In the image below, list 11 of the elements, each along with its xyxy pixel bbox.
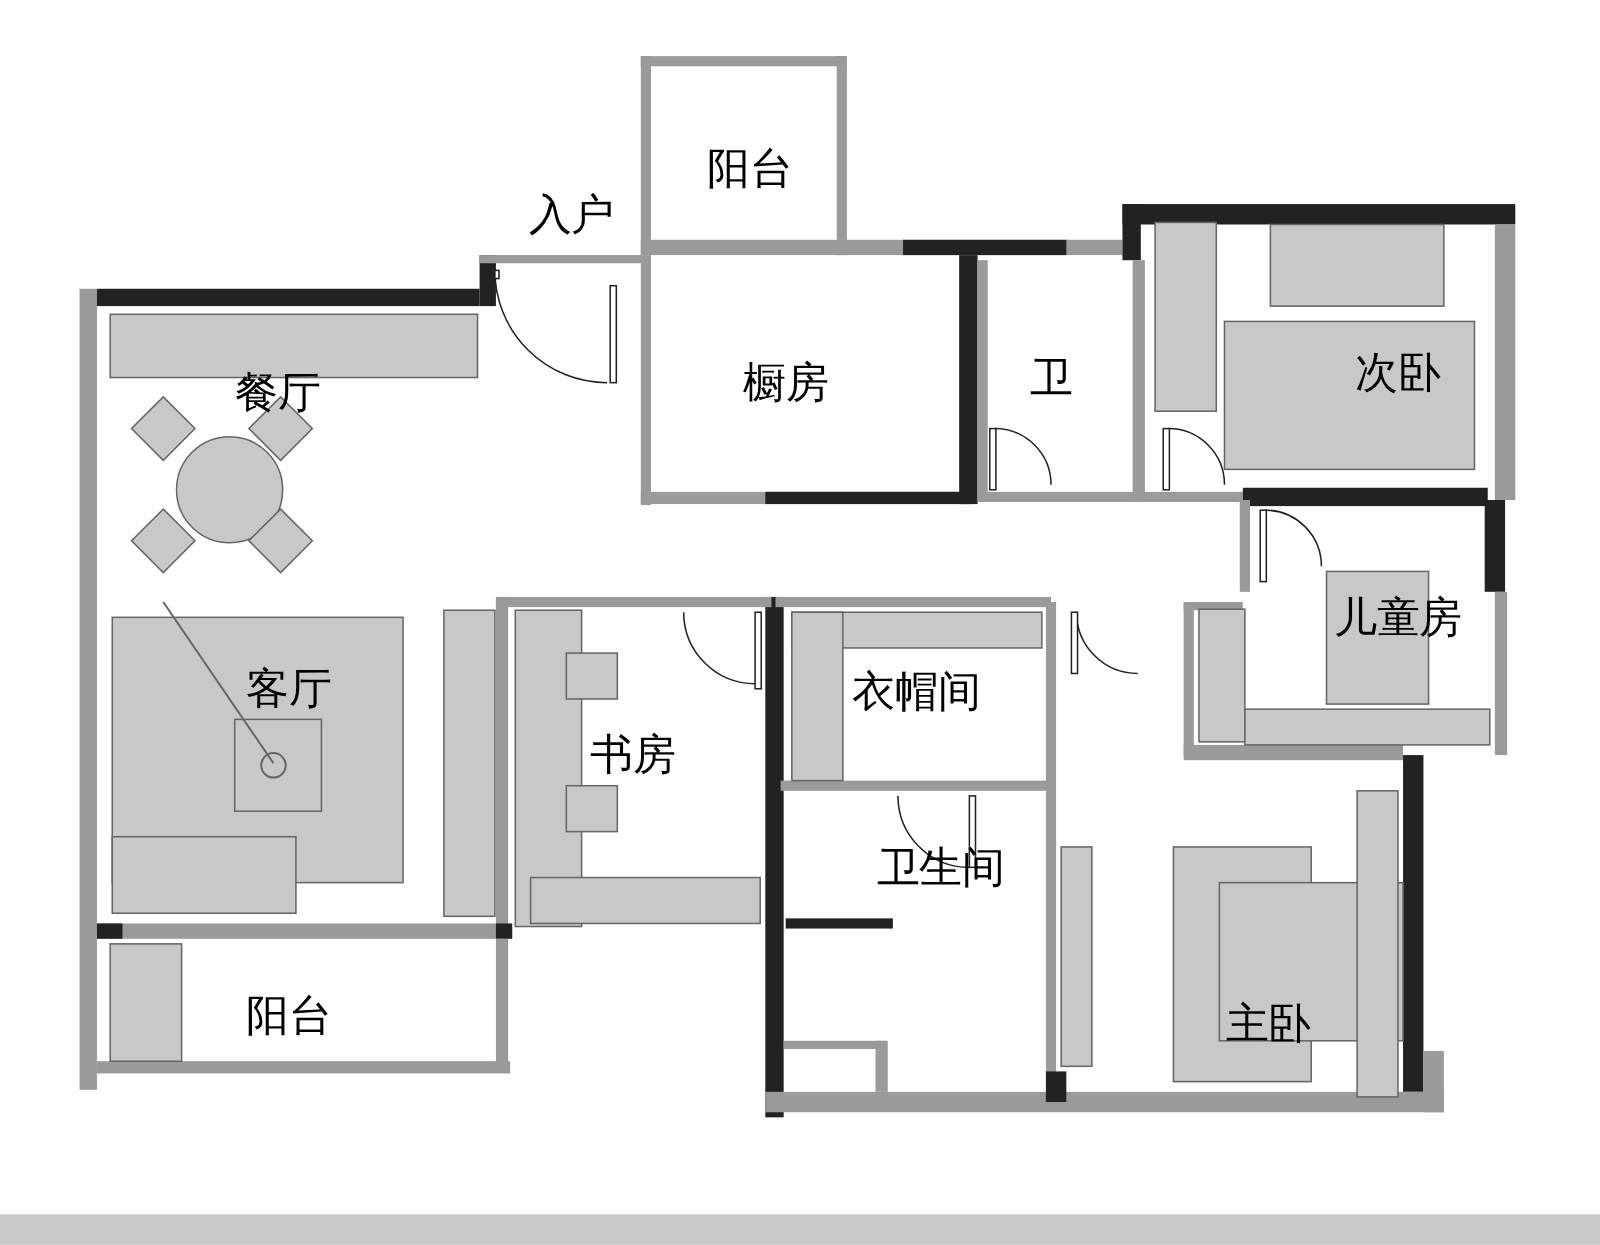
room-label: 阳台 xyxy=(707,146,793,190)
room-label: 主卧 xyxy=(1225,1002,1312,1045)
room-label: 餐厅 xyxy=(234,371,321,415)
room-label: 客厅 xyxy=(245,667,332,711)
room-label: 书房 xyxy=(589,733,676,777)
room-label: 阳台 xyxy=(245,993,332,1037)
room-label: 入户 xyxy=(528,192,615,236)
room-label: 次卧 xyxy=(1355,351,1441,394)
room-label: 衣帽间 xyxy=(852,670,981,714)
room-label: 卫 xyxy=(1029,356,1073,399)
room-label: 橱房 xyxy=(742,361,829,405)
